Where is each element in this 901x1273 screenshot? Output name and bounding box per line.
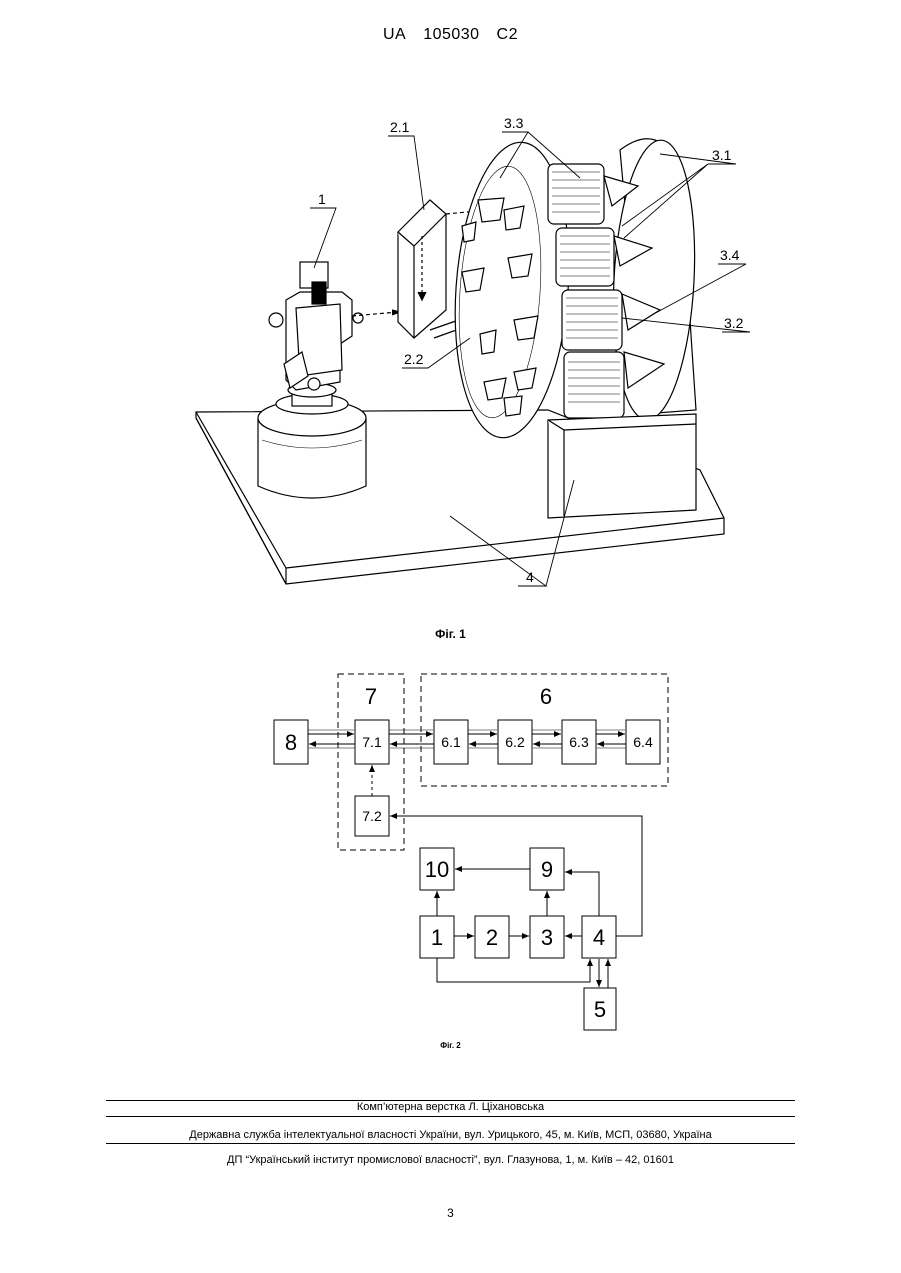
- block-6-4-label: 6.4: [633, 734, 653, 750]
- block-5-label: 5: [594, 997, 606, 1022]
- label-3-4: 3.4: [720, 247, 740, 263]
- label-3-3: 3.3: [504, 115, 524, 131]
- label-1: 1: [318, 191, 326, 207]
- block-7-1-label: 7.1: [362, 734, 382, 750]
- label-2-2: 2.2: [404, 351, 424, 367]
- label-3-1: 3.1: [712, 147, 732, 163]
- block-8-label: 8: [285, 730, 297, 755]
- block-10-label: 10: [425, 857, 449, 882]
- figure-1-caption: Фіг. 1: [0, 627, 901, 641]
- theodolite: [269, 262, 363, 414]
- label-2-1: 2.1: [390, 119, 410, 135]
- footer-rule-middle: [106, 1116, 795, 1117]
- figure-2-caption: Фіг. 2: [0, 1041, 901, 1050]
- block-1-label: 1: [431, 925, 443, 950]
- prism-2-1: [398, 200, 446, 338]
- group-6-label: 6: [540, 684, 552, 709]
- figure-1-drawing: 1 2.1 2.2 3.3 3.1 3.4 3.2 4: [0, 0, 901, 620]
- footer-typesetting: Комп’ютерна верстка Л. Ціхановська: [0, 1101, 901, 1113]
- footer-institute-address: ДП “Український інститут промислової вла…: [0, 1154, 901, 1166]
- block-6-1-label: 6.1: [441, 734, 461, 750]
- footer-office-address: Державна служба інтелектуальної власност…: [0, 1129, 901, 1141]
- page-number: 3: [0, 1206, 901, 1220]
- group-7-label: 7: [365, 684, 377, 709]
- figure-2-diagram: 7 6 8 7.1 6.1 6.2 6.3 6.4 7.2 10 9 1 2 3…: [0, 660, 901, 1040]
- cylinder-pedestal: [258, 400, 366, 498]
- block-9-label: 9: [541, 857, 553, 882]
- label-4: 4: [526, 569, 534, 585]
- block-6-2-label: 6.2: [505, 734, 525, 750]
- label-3-2: 3.2: [724, 315, 744, 331]
- footer-rule-bottom: [106, 1143, 795, 1144]
- block-4-label: 4: [593, 925, 605, 950]
- block-2-label: 2: [486, 925, 498, 950]
- block-7-2-label: 7.2: [362, 808, 382, 824]
- block-6-3-label: 6.3: [569, 734, 589, 750]
- support-box: [548, 414, 696, 518]
- block-3-label: 3: [541, 925, 553, 950]
